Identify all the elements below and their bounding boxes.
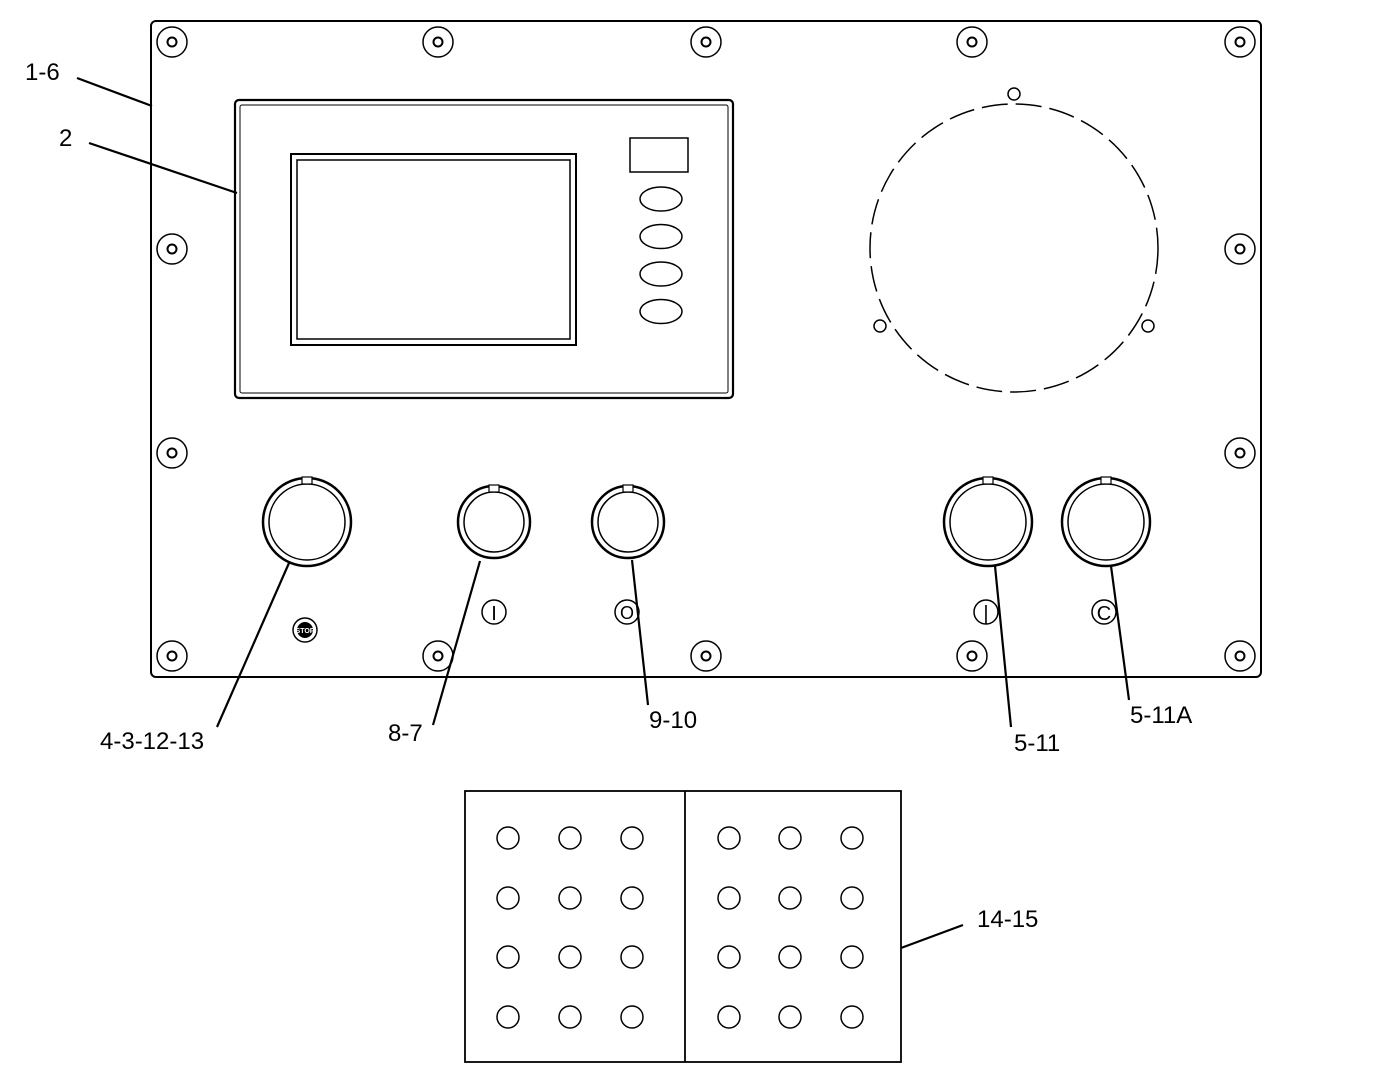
callout-connector-4: 5-11 [1014, 730, 1060, 757]
screw [156, 26, 188, 58]
cutout-mount-hole [1141, 319, 1155, 333]
on-symbol-text: I [491, 603, 497, 625]
terminal-hole [496, 886, 520, 910]
connector-key [1100, 476, 1112, 485]
display-indicator-window [629, 137, 689, 173]
connector-key [982, 476, 994, 485]
stop-symbol: STOP [292, 617, 318, 643]
gauge-cutout [869, 87, 1159, 393]
leader-connector-4 [993, 565, 1013, 728]
display-button [639, 186, 683, 212]
callout-connector-3: 9-10 [649, 707, 697, 734]
screw [1224, 437, 1256, 469]
callout-labels: 1-6 2 4-3-12-13 8-7 9-10 5-11 5-11A 14-1… [25, 59, 1192, 933]
leader-display [88, 141, 238, 195]
terminal-hole [778, 826, 802, 850]
display-button [639, 261, 683, 287]
screw [156, 640, 188, 672]
terminal-hole [717, 826, 741, 850]
screw [1224, 26, 1256, 58]
connector-key [488, 484, 500, 493]
leader-connector-3 [630, 559, 650, 706]
screw [956, 26, 988, 58]
cutout-mount-hole [873, 319, 887, 333]
callout-connector-1: 4-3-12-13 [100, 728, 204, 755]
callout-terminal-block: 14-15 [977, 906, 1038, 933]
terminal-hole [840, 826, 864, 850]
off-symbol-text: O [620, 603, 634, 623]
line-symbol: | [973, 599, 999, 625]
terminal-hole [558, 886, 582, 910]
terminal-hole [717, 945, 741, 969]
off-symbol: O [614, 599, 640, 625]
terminal-hole [496, 1005, 520, 1029]
leader-connector-1 [215, 562, 291, 728]
terminal-hole [558, 1005, 582, 1029]
callout-panel: 1-6 [25, 59, 60, 86]
terminal-hole [620, 945, 644, 969]
terminal-hole [496, 945, 520, 969]
c-symbol: C [1091, 599, 1117, 625]
screw [422, 640, 454, 672]
terminal-hole [717, 1005, 741, 1029]
screw [156, 437, 188, 469]
terminal-hole [840, 886, 864, 910]
control-panel [150, 20, 1262, 678]
terminal-hole [558, 945, 582, 969]
callout-connector-5: 5-11A [1130, 702, 1192, 729]
screw [156, 233, 188, 265]
leader-panel [76, 76, 153, 108]
leader-connector-5 [1109, 565, 1131, 701]
terminal-hole [778, 945, 802, 969]
on-symbol: I [481, 599, 507, 625]
display-screen [290, 153, 577, 346]
leader-lines [76, 76, 1131, 950]
connector-key [622, 484, 634, 493]
leader-connector-2 [431, 560, 482, 726]
display-button [639, 223, 683, 250]
screw [1224, 233, 1256, 265]
screw [690, 26, 722, 58]
screw [422, 26, 454, 58]
connector [942, 476, 1034, 568]
line-symbol-text: | [983, 603, 988, 625]
terminal-hole [620, 826, 644, 850]
terminal-hole [778, 886, 802, 910]
terminal-hole [620, 886, 644, 910]
terminal-holes [496, 826, 864, 1029]
terminal-hole [620, 1005, 644, 1029]
connector [1060, 476, 1152, 568]
cutout-mount-hole [1007, 87, 1021, 101]
screw [1224, 640, 1256, 672]
c-symbol-text: C [1097, 603, 1111, 625]
display-button [639, 298, 683, 325]
screw [690, 640, 722, 672]
panel-connectors [261, 476, 1152, 568]
terminal-hole [840, 1005, 864, 1029]
panel-screws [156, 26, 1256, 672]
terminal-hole [558, 826, 582, 850]
connector [590, 484, 666, 560]
stop-symbol-text: STOP [296, 628, 315, 635]
terminal-hole [496, 826, 520, 850]
callout-display-module: 2 [59, 125, 72, 152]
display-module [233, 98, 735, 400]
callout-connector-2: 8-7 [388, 720, 423, 747]
connector [456, 484, 532, 560]
terminal-hole [840, 945, 864, 969]
connector-key [301, 476, 313, 485]
display-buttons [639, 186, 683, 325]
terminal-hole [717, 886, 741, 910]
panel-symbols: STOP I O | C [292, 599, 1117, 643]
terminal-block [464, 790, 902, 1063]
screw [956, 640, 988, 672]
terminal-hole [778, 1005, 802, 1029]
leader-terminal-block [900, 923, 964, 950]
connector [261, 476, 353, 568]
